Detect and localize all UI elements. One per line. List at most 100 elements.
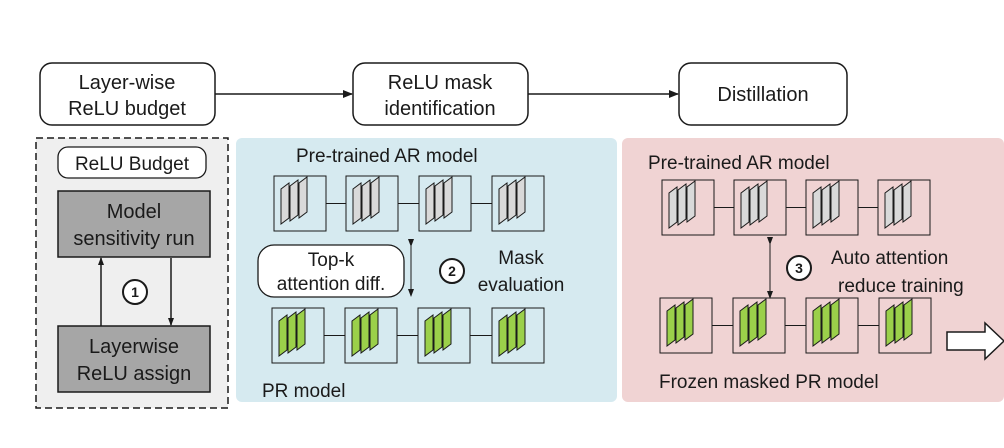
right-pr-block [732,297,786,354]
right-pr-block-frame [805,297,859,354]
right-ar-block [877,179,931,236]
right-ar-block-frame [733,179,787,236]
right-ar-layer-sheet [758,180,768,223]
middle-top-label: Pre-trained AR model [296,146,478,167]
right-pr-layer-sheet [684,298,694,341]
middle-ar-layer-sheet [516,176,526,219]
right-ar-layer-sheet [677,183,687,226]
right-ar-layer-sheet [893,183,903,226]
middle-pr-layer-sheet [278,314,288,357]
right-pr-layer-sheet [739,304,749,347]
middle-ar-layer-sheet [289,179,299,222]
right-ar-block [805,179,859,236]
relu-budget-title-box [57,146,207,179]
middle-panel: Pre-trained AR model Top-k attention dif… [236,138,617,402]
step-badge-2-label: 2 [448,263,456,279]
middle-ar-block-frame [345,175,399,232]
middle-ar-layer-sheet [370,176,380,219]
step-relu-budget-line2: ReLU budget [68,98,186,120]
step-mask-identification-line2: identification [384,98,495,120]
middle-ar-block [418,175,472,232]
left-panel: ReLU Budget Model sensitivity run 1 Laye… [35,137,229,409]
middle-pr-block [417,307,471,364]
middle-pr-block-frame [271,307,325,364]
step-badge-3 [786,255,812,281]
right-pr-layer-sheet [666,304,676,347]
middle-pr-block-frame [491,307,545,364]
middle-ar-layer-sheet [425,182,435,225]
right-ar-layer-sheet [821,183,831,226]
middle-ar-layer-sheet [443,176,453,219]
middle-ar-layer-sheet [298,176,308,219]
middle-ar-layer-sheet [352,182,362,225]
topk-line2: attention diff. [277,274,385,295]
step-badge-2 [439,258,465,284]
middle-ar-layer-sheet [507,179,517,222]
right-pr-layers [659,297,932,354]
middle-pr-layer-sheet [498,314,508,357]
output-hollow-arrow [946,321,1004,361]
right-pr-layer-sheet [821,301,831,344]
right-pr-layer-sheet [885,304,895,347]
right-panel: Pre-trained AR model 3 Auto attention re… [622,138,1004,402]
middle-pr-layer-sheet [442,308,452,351]
right-pr-layer-sheet [894,301,904,344]
relu-budget-title: ReLU Budget [75,154,190,175]
right-ar-layer-sheet [884,186,894,229]
right-pr-block-frame [878,297,932,354]
right-ar-layer-sheet [668,186,678,229]
right-pr-block [659,297,713,354]
right-ar-layer-sheet [740,186,750,229]
topk-attention-pill [257,244,405,298]
right-ar-block [661,179,715,236]
step-relu-budget-line1: Layer-wise [79,72,176,94]
right-panel-background [622,138,1004,402]
right-ar-layer-sheet [902,180,912,223]
right-ar-layer-sheet [686,180,696,223]
right-pr-block-frame [732,297,786,354]
middle-pr-block [344,307,398,364]
right-ar-block [733,179,787,236]
auto-attention-line1: Auto attention [831,248,948,269]
right-ar-layer-sheet [830,180,840,223]
right-bottom-label: Frozen masked PR model [659,372,879,393]
right-ar-block-frame [661,179,715,236]
auto-attention-line2: reduce training [838,276,964,297]
middle-pr-layer-sheet [516,308,526,351]
right-pr-layer-sheet [748,301,758,344]
middle-pr-block [271,307,325,364]
right-pr-layer-sheet [675,301,685,344]
middle-pr-block-frame [417,307,471,364]
right-ar-layers [661,179,931,236]
relu-assign-line2: ReLU assign [77,363,192,385]
middle-pr-layer-sheet [433,311,443,354]
top-flow: Layer-wise ReLU budget ReLU mask identif… [39,62,848,126]
right-ar-layer-sheet [749,183,759,226]
sensitivity-run-line1: Model [107,201,161,223]
middle-pr-layers [271,307,545,364]
middle-pr-layer-sheet [360,311,370,354]
right-top-label: Pre-trained AR model [648,153,830,174]
middle-ar-block-frame [418,175,472,232]
mask-eval-line2: evaluation [478,275,565,296]
middle-pr-layer-sheet [369,308,379,351]
right-pr-layer-sheet [812,304,822,347]
middle-pr-layer-sheet [351,314,361,357]
middle-ar-block-frame [491,175,545,232]
middle-pr-block-frame [344,307,398,364]
middle-pr-layer-sheet [507,311,517,354]
middle-ar-block-frame [273,175,327,232]
right-pr-block [878,297,932,354]
sensitivity-run-line2: sensitivity run [73,228,194,250]
step-badge-1 [122,279,148,305]
sensitivity-run-box [57,190,211,258]
right-pr-block [805,297,859,354]
step-badge-1-label: 1 [131,284,139,300]
middle-ar-block [345,175,399,232]
mask-eval-line1: Mask [498,248,544,269]
step-badge-3-label: 3 [795,260,803,276]
middle-ar-layer-sheet [434,179,444,222]
right-pr-layer-sheet [830,298,840,341]
